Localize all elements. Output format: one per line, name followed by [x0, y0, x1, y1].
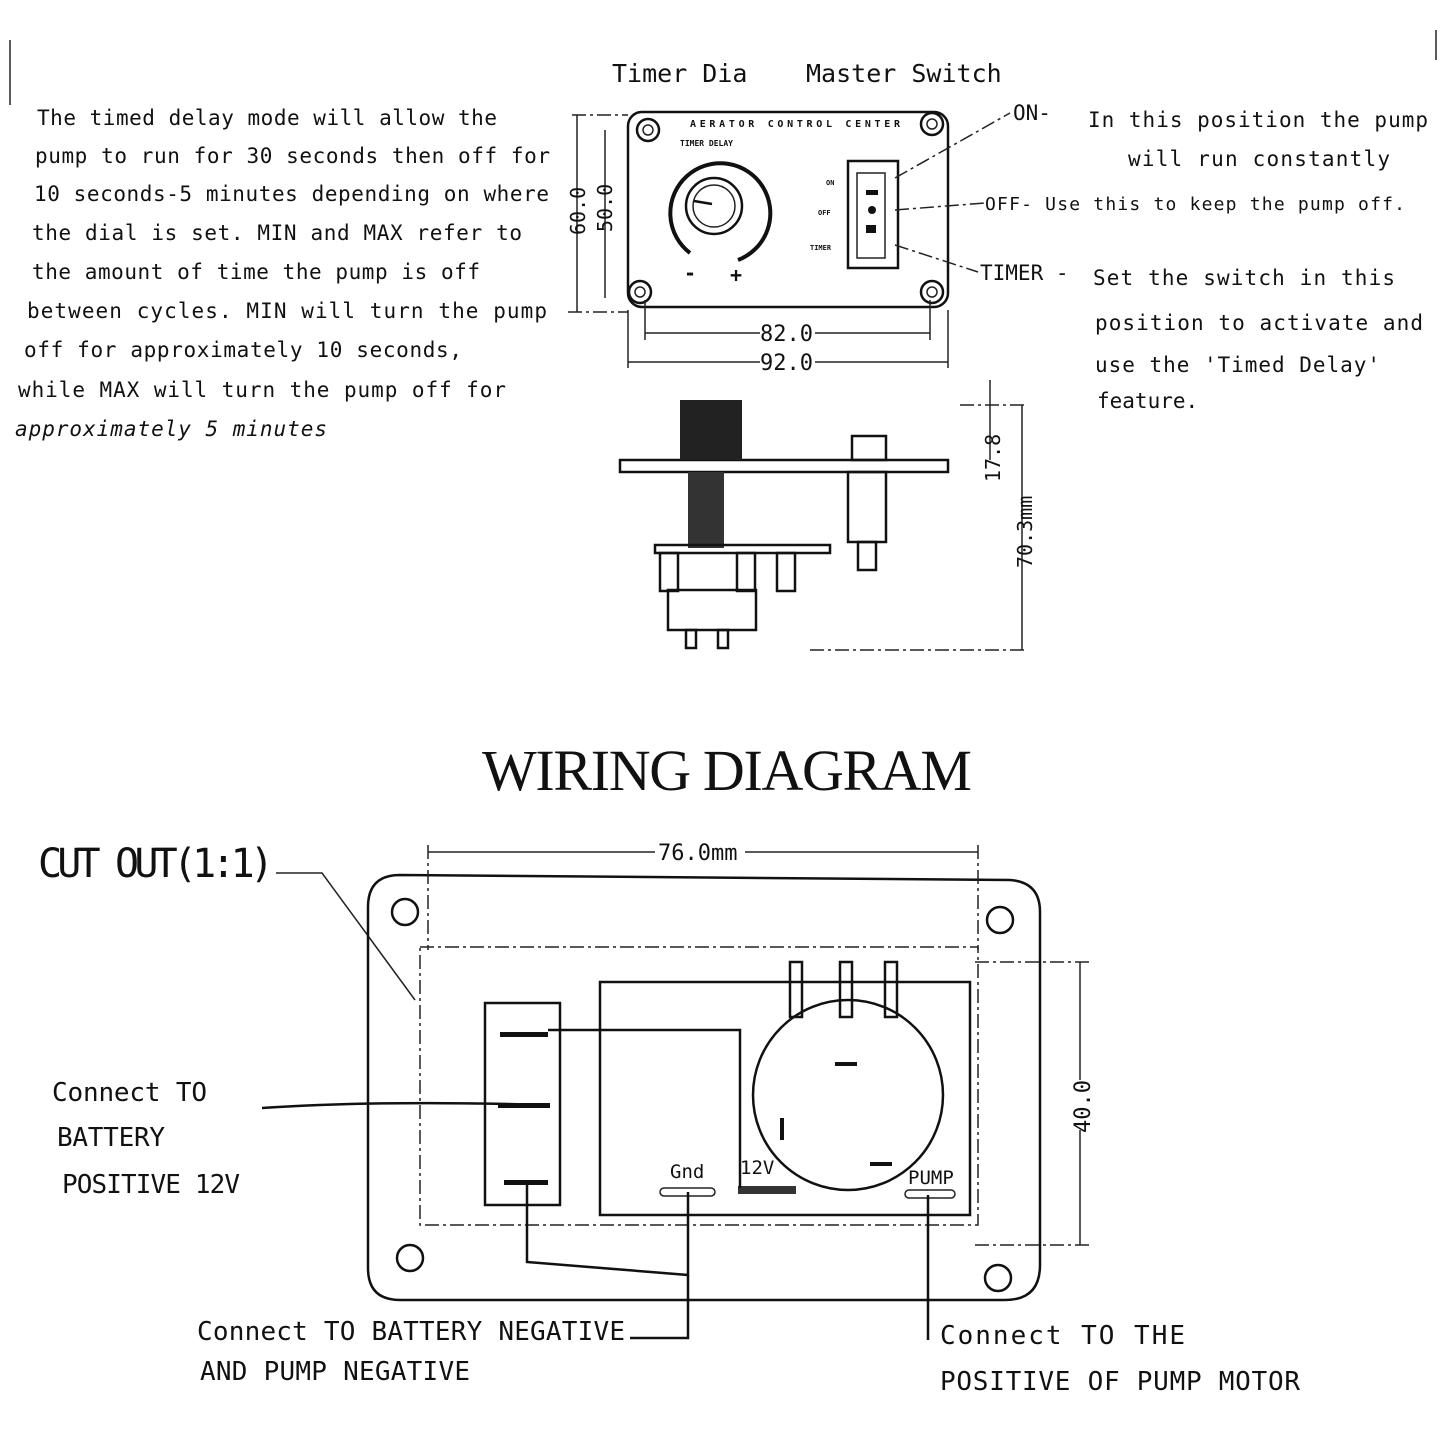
description-line: the amount of time the pump is off: [32, 260, 480, 284]
switch-on-label: ON: [826, 179, 834, 187]
description-line: pump to run for 30 seconds then off for: [35, 144, 550, 168]
on-text: In this position the pump: [1088, 108, 1428, 132]
timer-text: use the 'Timed Delay': [1095, 353, 1380, 377]
on-text: will run constantly: [1128, 147, 1390, 171]
timer-text: feature.: [1097, 389, 1198, 413]
description-line: 10 seconds-5 minutes depending on where: [34, 182, 549, 206]
dim-height-outer: 60.0: [566, 187, 590, 235]
description-line: The timed delay mode will allow the: [37, 106, 497, 130]
cutout-label: CUT OUT(1:1): [38, 841, 274, 887]
panel-title: AERATOR CONTROL CENTER: [690, 119, 901, 130]
dim-cutout-height: 40.0: [1071, 1080, 1096, 1133]
12v-terminal-label: 12V: [740, 1157, 774, 1179]
gnd-terminal-label: Gnd: [670, 1161, 704, 1183]
description-line: while MAX will turn the pump off for: [18, 378, 506, 402]
switch-off-label: OFF: [818, 209, 831, 217]
master-switch-icon: [846, 159, 900, 270]
pump-motor-note: POSITIVE OF PUMP MOTOR: [940, 1367, 1300, 1397]
mounting-hole-icon: [627, 111, 945, 305]
control-panel-front: AERATOR CONTROL CENTER TIMER DELAY - + O…: [626, 110, 1011, 309]
dial-label: TIMER DELAY: [680, 139, 733, 148]
dial-plus: +: [730, 263, 742, 287]
switch-notes: ON- In this position the pump will run c…: [980, 101, 1428, 413]
pump-motor-note: Connect TO THE: [940, 1321, 1185, 1351]
timer-dial-label: Timer Dia: [612, 59, 747, 88]
dim-depth-total: 70.3mm: [1013, 496, 1037, 568]
timer-label: TIMER -: [980, 261, 1069, 285]
description-line: the dial is set. MIN and MAX refer to: [32, 221, 522, 245]
dial-minus: -: [684, 261, 696, 285]
off-text: OFF- Use this to keep the pump off.: [985, 194, 1405, 215]
battery-positive-note: POSITIVE 12V: [62, 1170, 240, 1200]
battery-positive-note: BATTERY: [57, 1123, 165, 1153]
dim-height-inner: 50.0: [593, 184, 617, 232]
panel-dimensions: [568, 114, 949, 368]
timer-text: position to activate and: [1095, 311, 1423, 335]
cutout-leader: [276, 872, 416, 1001]
pump-terminal-label: PUMP: [908, 1167, 954, 1189]
timer-text: Set the switch in this: [1093, 266, 1395, 290]
dim-width-outer: 92.0: [760, 351, 813, 376]
master-switch-label: Master Switch: [806, 59, 1002, 88]
switch-timer-label: TIMER: [810, 244, 832, 252]
battery-positive-note: Connect TO: [52, 1078, 207, 1108]
dim-depth-top: 17.8: [981, 434, 1005, 482]
cutout-template: [366, 845, 1090, 1302]
negative-note: Connect TO BATTERY NEGATIVE: [197, 1317, 625, 1347]
dim-cutout-width: 76.0mm: [658, 841, 737, 866]
wiring-diagram-title: WIRING DIAGRAM: [482, 738, 972, 803]
description-line: between cycles. MIN will turn the pump: [27, 299, 547, 323]
timed-delay-description: The timed delay mode will allow the pump…: [15, 106, 550, 441]
description-line: approximately 5 minutes: [15, 417, 327, 441]
connection-notes: Connect TO BATTERY POSITIVE 12V Connect …: [52, 1078, 1300, 1397]
timer-dial-icon: [668, 161, 773, 262]
negative-note: AND PUMP NEGATIVE: [200, 1357, 470, 1387]
control-panel-side-view: [618, 380, 1028, 651]
wires: [261, 1101, 930, 1340]
description-line: off for approximately 10 seconds,: [24, 338, 462, 362]
dim-width-inner: 82.0: [760, 322, 813, 347]
on-label: ON-: [1013, 101, 1051, 125]
